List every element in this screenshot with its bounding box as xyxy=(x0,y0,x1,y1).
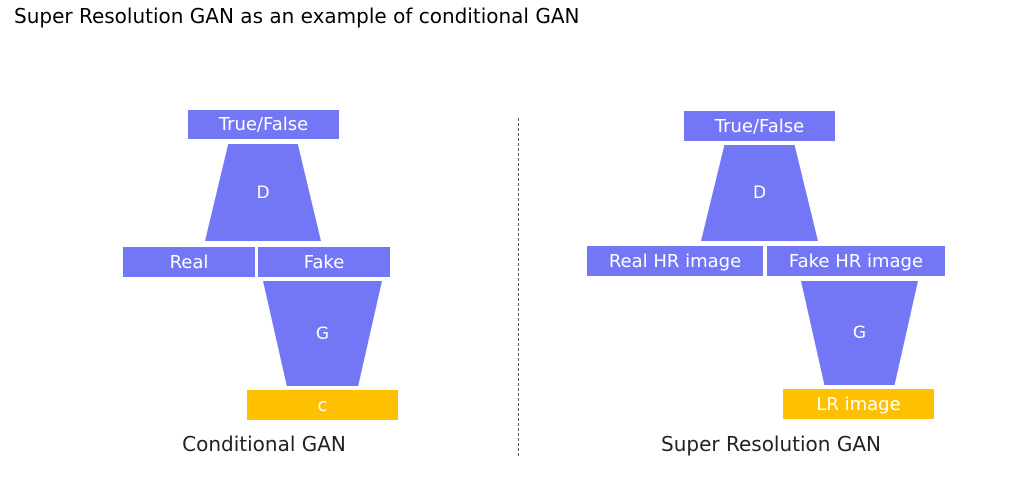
right-generator-label: G xyxy=(852,323,867,343)
left-generator-label: G xyxy=(315,323,330,344)
left-fake-box: Fake xyxy=(258,247,390,277)
left-discriminator: D xyxy=(205,144,321,241)
left-real-box: Real xyxy=(123,247,255,277)
left-caption: Conditional GAN xyxy=(182,432,346,456)
left-output-box: True/False xyxy=(188,110,339,139)
left-discriminator-label: D xyxy=(256,182,270,203)
right-generator: G xyxy=(801,281,918,385)
right-output-box: True/False xyxy=(684,111,835,141)
page-title: Super Resolution GAN as an example of co… xyxy=(14,4,580,28)
right-fake-box: Fake HR image xyxy=(767,246,945,276)
right-condition-box: LR image xyxy=(783,389,934,419)
right-discriminator: D xyxy=(701,145,818,241)
right-discriminator-label: D xyxy=(752,183,767,203)
right-real-box: Real HR image xyxy=(587,246,763,276)
left-generator: G xyxy=(263,281,382,386)
right-caption: Super Resolution GAN xyxy=(661,432,881,456)
diagram-divider xyxy=(518,118,519,456)
left-condition-box: c xyxy=(247,390,398,420)
